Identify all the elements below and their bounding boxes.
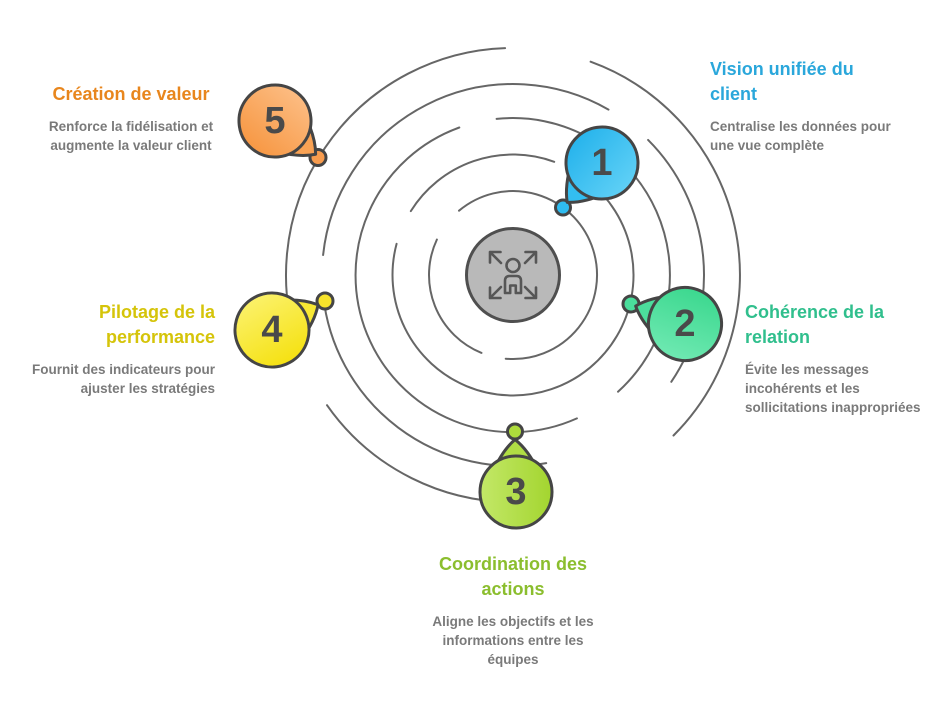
item-5-label: Création de valeur Renforce la fidélisat… [25,82,237,155]
item-2-title: Cohérence de la relation [745,302,885,347]
bubble-5 [237,83,318,159]
bubble-number-2: 2 [674,303,696,345]
bubble-number-1: 1 [591,142,613,184]
item-4-title: Pilotage de la performance [98,302,215,347]
bubble-number-3: 3 [505,471,527,513]
orbit-ring-2 [391,153,635,397]
item-2-description: Évite les messages incohérents et les so… [745,362,921,415]
orbit-dot-4 [315,291,335,311]
item-1-description: Centralise les données pour une vue comp… [710,119,891,153]
item-2-label: Cohérence de la relation Évite les messa… [745,300,951,417]
item-5-description: Renforce la fidélisation et augmente la … [48,119,214,153]
item-5-title: Création de valeur [52,84,210,104]
item-3-title: Coordination des actions [439,554,587,599]
item-3-label: Coordination des actions Aligne les obje… [393,552,633,669]
bubble-3 [478,438,554,530]
orbit-dot-1 [554,198,572,217]
item-1-label: Vision unifiée du client Centralise les … [710,57,910,155]
bubble-number-4: 4 [261,309,283,351]
bubble-1 [564,125,640,204]
item-4-label: Pilotage de la performance Fournit des i… [5,300,215,398]
orbit-ring-1 [428,190,598,361]
bubble-4 [233,291,320,369]
orbit-dot-3 [506,422,524,441]
person-expand-icon [488,250,538,300]
item-1-title: Vision unifiée du client [710,59,854,104]
bubble-2 [634,286,723,362]
bubble-number-5: 5 [264,100,286,142]
item-3-description: Aligne les objectifs et les informations… [432,614,594,667]
center-hub [465,227,561,323]
item-4-description: Fournit des indicateurs pour ajuster les… [31,362,215,396]
orbit-ring-3 [354,117,671,434]
